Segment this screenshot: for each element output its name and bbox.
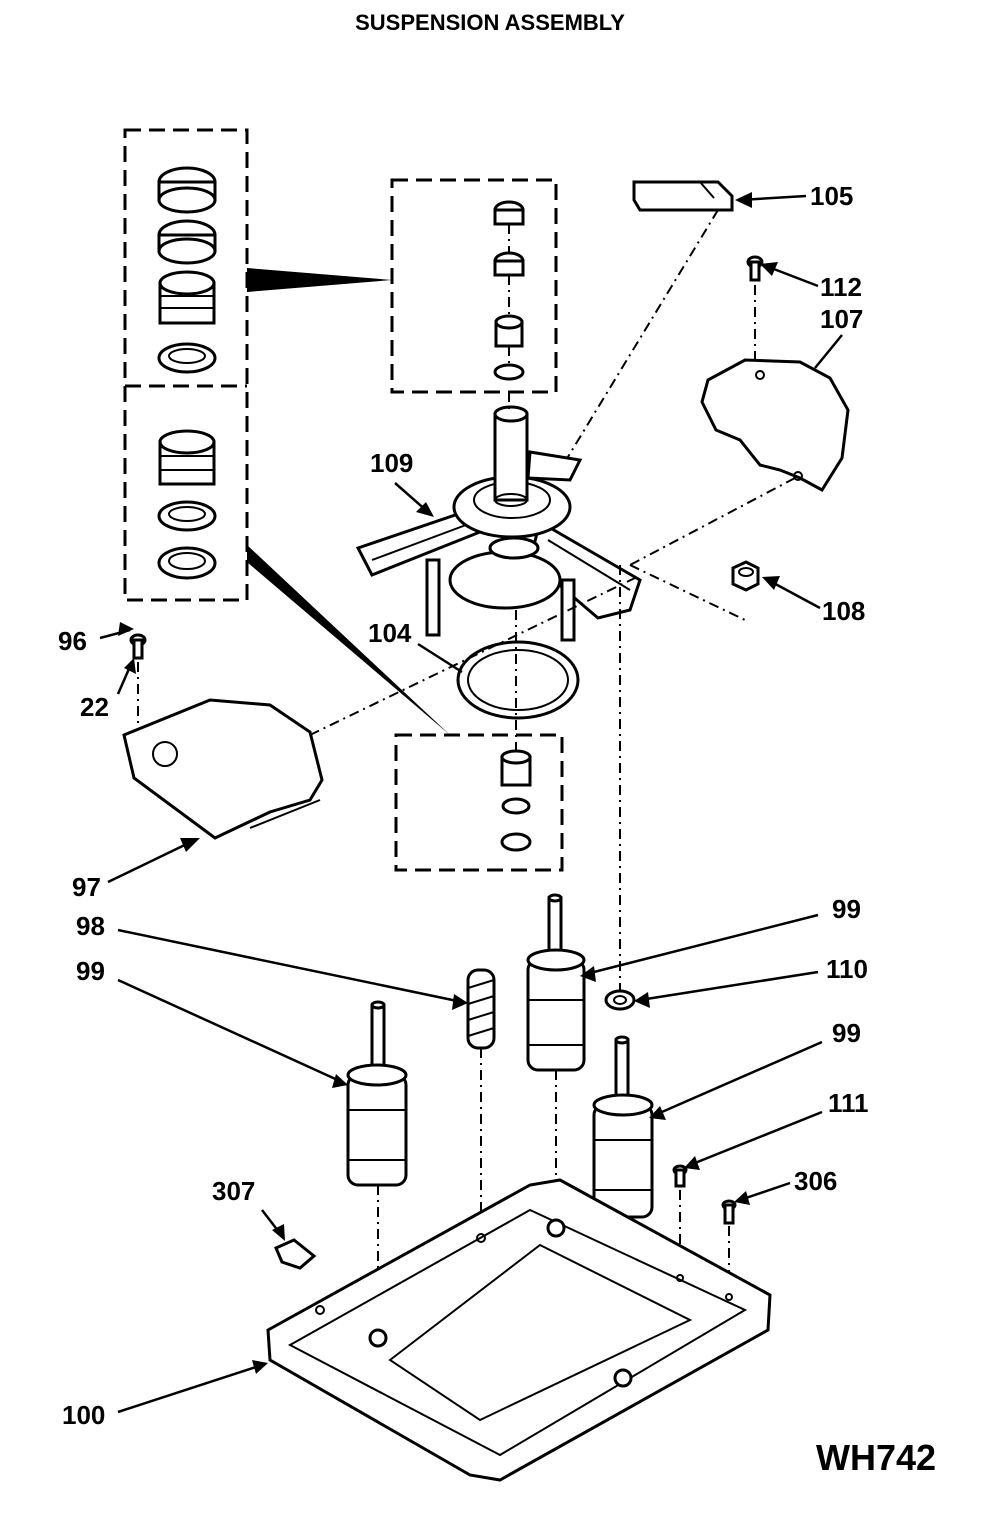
part-112-screw [746,255,764,282]
upper-bearing-box [390,178,558,394]
callout-109: 109 [370,448,413,478]
callout-306: 306 [794,1166,837,1196]
part-107-cover [700,358,850,492]
callout-105: 105 [810,181,853,211]
callout-22: 22 [80,692,109,722]
part-104-ring [456,640,580,720]
center-line-108 [629,564,746,621]
part-108-nut [731,560,760,592]
part-111-screw [672,1164,688,1188]
callout-100: 100 [62,1400,105,1430]
part-99-damper-middle [526,893,586,1072]
drawing-code: WH742 [816,1437,936,1478]
part-100-base [266,1178,772,1482]
leader-lines [99,192,843,1414]
bearing-stack-lower [157,429,217,580]
detail-pointer-upper [247,268,392,292]
callout-98: 98 [76,911,105,941]
callout-104: 104 [368,618,412,648]
part-109-suspension-hub [355,405,642,642]
callout-97: 97 [72,872,101,902]
part-105-bracket [632,180,734,212]
part-22-screw [129,633,147,660]
callout-111: 111 [828,1088,869,1118]
part-306-screw [721,1199,737,1225]
part-98-spring [466,968,496,1050]
callout-108: 108 [822,596,865,626]
callout-112: 112 [820,272,862,302]
callout-307: 307 [212,1176,255,1206]
callout-110: 110 [826,954,868,984]
part-99-damper-left [346,1000,408,1187]
center-line-97 [309,577,636,736]
detail-pointer-lower [247,545,450,735]
callout-107: 107 [820,304,863,334]
part-307-clip [274,1238,317,1270]
center-line-107 [629,477,796,566]
center-line-105 [559,209,719,471]
part-110-washer [604,989,636,1011]
callout-99-top: 99 [832,894,861,924]
bearing-detail-box [123,128,249,602]
lower-bearing-box [394,733,564,872]
bearing-stack-upper [157,166,217,374]
diagram-subtitle: SUSPENSION ASSEMBLY [355,10,625,35]
callout-99-left: 99 [76,956,105,986]
part-97-plate [122,698,324,840]
callout-96: 96 [58,626,87,656]
callout-99-right: 99 [832,1018,861,1048]
part-99-damper-right [592,1035,654,1219]
